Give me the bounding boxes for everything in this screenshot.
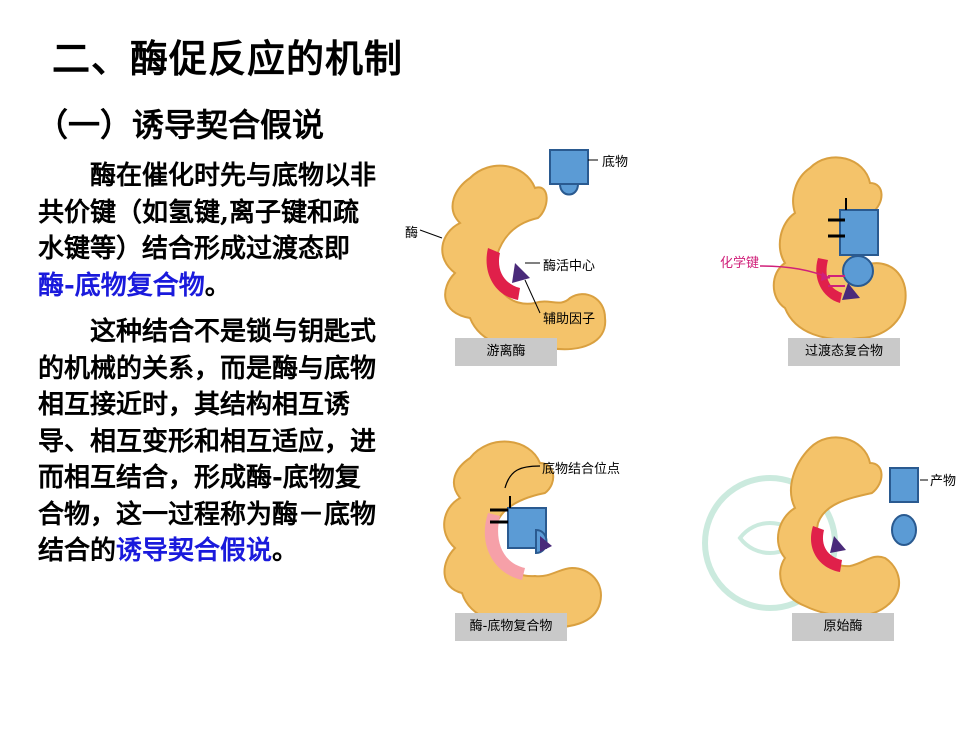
- enzyme-substrate-diagram: [443, 440, 602, 629]
- original-enzyme-diagram: [702, 436, 928, 618]
- label-enzyme: 酶: [405, 226, 419, 241]
- panel-transition-state: 化学键 过渡态复合物: [700, 138, 970, 378]
- binding-site-glow: [484, 513, 525, 580]
- product-square: [889, 467, 919, 503]
- cofactor-shape: [512, 263, 530, 283]
- label-binding-site: 底物结合位点: [542, 462, 621, 477]
- paragraph-2-end: 。: [272, 536, 299, 566]
- panel-enzyme-substrate-complex: 底物结合位点 酶-底物复合物: [400, 418, 670, 658]
- page-title: 二、酶促反应的机制: [52, 36, 404, 81]
- substrate-shape: [549, 149, 589, 185]
- section-subtitle: （一）诱导契合假说: [36, 106, 325, 144]
- label-substrate: 底物: [602, 155, 629, 170]
- paragraph-2: 这种结合不是锁与钥匙式的机械的关系，而是酶与底物相互接近时，其结构相互诱导、相互…: [38, 314, 383, 570]
- paragraph-1: 酶在催化时先与底物以非共价键（如氢键,离子键和疏水键等）结合形成过渡态即酶-底物…: [38, 158, 383, 304]
- substrate-lobe: [842, 255, 874, 287]
- body-text: 酶在催化时先与底物以非共价键（如氢键,离子键和疏水键等）结合形成过渡态即酶-底物…: [38, 158, 383, 580]
- enzyme-shape: [777, 436, 900, 618]
- paragraph-1-text: 酶在催化时先与底物以非共价键（如氢键,离子键和疏水键等）结合形成过渡态即: [38, 161, 377, 264]
- enzyme-shape: [443, 440, 602, 629]
- cofactor-shape: [830, 536, 846, 553]
- label-chemical-bond: 化学键: [720, 256, 760, 271]
- caption-free-enzyme: 游离酶: [455, 338, 557, 366]
- paragraph-2-highlight: 诱导契合假说: [116, 536, 273, 566]
- transition-state-diagram: [759, 156, 907, 341]
- caption-transition-state: 过渡态复合物: [788, 338, 900, 366]
- caption-enzyme-substrate-complex: 酶-底物复合物: [455, 613, 567, 641]
- free-enzyme-diagram: [419, 149, 607, 351]
- substrate-shape: [839, 209, 879, 256]
- label-cofactor: 辅助因子: [543, 312, 596, 327]
- enzyme-shape: [441, 164, 607, 351]
- product-circle: [891, 514, 917, 546]
- paragraph-2-text: 这种结合不是锁与钥匙式的机械的关系，而是酶与底物相互接近时，其结构相互诱导、相互…: [38, 317, 377, 566]
- panel-original-enzyme: 产物 原始酶: [700, 418, 970, 658]
- cofactor-shape: [540, 536, 552, 552]
- label-product: 产物: [930, 474, 957, 489]
- active-site-shape: [486, 248, 520, 300]
- paragraph-1-end: 。: [204, 270, 231, 301]
- paragraph-1-highlight: 酶-底物复合物: [38, 270, 205, 301]
- induced-fit-figure: 底物 酶 酶活中心 辅助因子 游离酶 化学键 过渡态复合物: [400, 138, 975, 658]
- cofactor-shape: [842, 283, 860, 300]
- panel-free-enzyme: 底物 酶 酶活中心 辅助因子 游离酶: [400, 138, 670, 378]
- caption-original-enzyme: 原始酶: [792, 613, 894, 641]
- label-active-center: 酶活中心: [543, 259, 596, 274]
- active-site-shape: [811, 526, 842, 572]
- active-site-shape: [816, 258, 842, 303]
